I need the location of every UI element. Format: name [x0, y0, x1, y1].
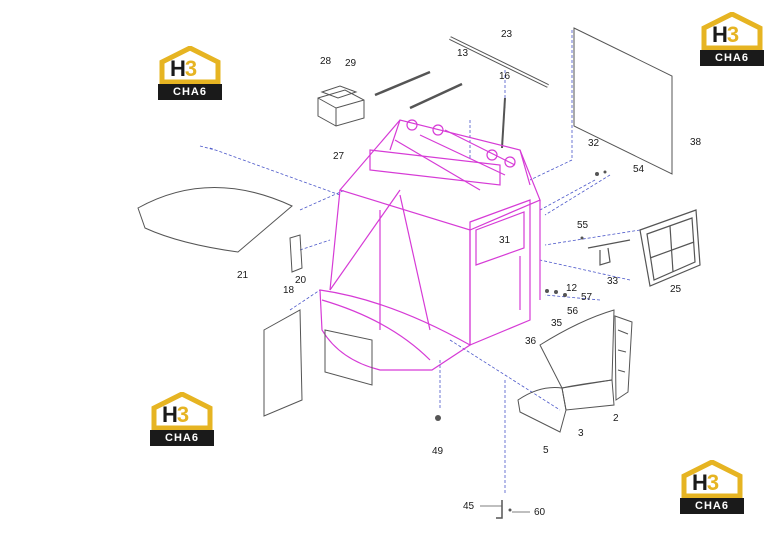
house-icon — [151, 392, 213, 430]
logo-caption: CHA6 — [680, 498, 744, 514]
callout-25: 25 — [670, 284, 682, 295]
callout-2: 2 — [613, 413, 619, 424]
cab-frame — [319, 119, 541, 386]
logo-accent: 3 — [184, 56, 197, 81]
logo-main: H — [162, 402, 178, 427]
logo-caption: CHA6 — [150, 430, 214, 446]
side-cover-parts — [517, 309, 633, 433]
callout-5: 5 — [543, 445, 549, 456]
leader-lines — [209, 30, 641, 495]
mount-bracket-part — [496, 500, 503, 519]
callout-56: 56 — [567, 306, 579, 317]
callout-49: 49 — [432, 446, 444, 457]
callout-45: 45 — [463, 501, 475, 512]
callout-55: 55 — [577, 220, 589, 231]
callout-3: 3 — [578, 428, 584, 439]
callout-35: 35 — [551, 318, 563, 329]
callout-60: 60 — [534, 507, 546, 518]
brand-logo-bottom-right: H3 CHA6 — [680, 460, 744, 518]
callout-57: 57 — [581, 292, 593, 303]
callout-27: 27 — [333, 151, 345, 162]
callout-18: 18 — [283, 285, 295, 296]
wiper-arm-part-2 — [409, 82, 463, 110]
callout-21: 21 — [237, 270, 249, 281]
callout-28: 28 — [320, 56, 332, 67]
callout-16: 16 — [499, 71, 511, 82]
fasteners — [435, 170, 607, 512]
logo-main: H — [170, 56, 186, 81]
wiper-arm-part — [374, 70, 431, 97]
washer-tank-part — [317, 85, 365, 127]
side-glass-part — [263, 309, 303, 417]
callout-31: 31 — [499, 235, 511, 246]
callout-23: 23 — [501, 29, 513, 40]
wiper-blade-part — [501, 97, 506, 149]
bracket-part — [289, 234, 303, 273]
brand-logo-bottom-left: H3 CHA6 — [150, 392, 214, 450]
door-bracket-part — [587, 239, 631, 266]
windshield-part — [137, 187, 293, 253]
callout-29: 29 — [345, 58, 357, 69]
logo-accent: 3 — [176, 402, 189, 427]
callout-13: 13 — [457, 48, 469, 59]
logo-caption: CHA6 — [158, 84, 222, 100]
rear-panel-part — [573, 27, 673, 175]
logo-main: H — [712, 22, 728, 47]
callout-33: 33 — [607, 276, 619, 287]
callout-38: 38 — [690, 137, 702, 148]
callout-20: 20 — [295, 275, 307, 286]
logo-accent: 3 — [726, 22, 739, 47]
logo-main: H — [692, 470, 708, 495]
brand-logo-top-left: H3 CHA6 — [158, 46, 222, 104]
house-icon — [681, 460, 743, 498]
house-icon — [701, 12, 763, 50]
callout-54: 54 — [633, 164, 645, 175]
callout-12: 12 — [566, 283, 578, 294]
house-icon — [159, 46, 221, 84]
callout-32: 32 — [588, 138, 600, 149]
logo-accent: 3 — [706, 470, 719, 495]
callout-36: 36 — [525, 336, 537, 347]
door-window-part — [639, 209, 701, 287]
logo-caption: CHA6 — [700, 50, 764, 66]
brand-logo-top-right: H3 CHA6 — [700, 12, 764, 70]
